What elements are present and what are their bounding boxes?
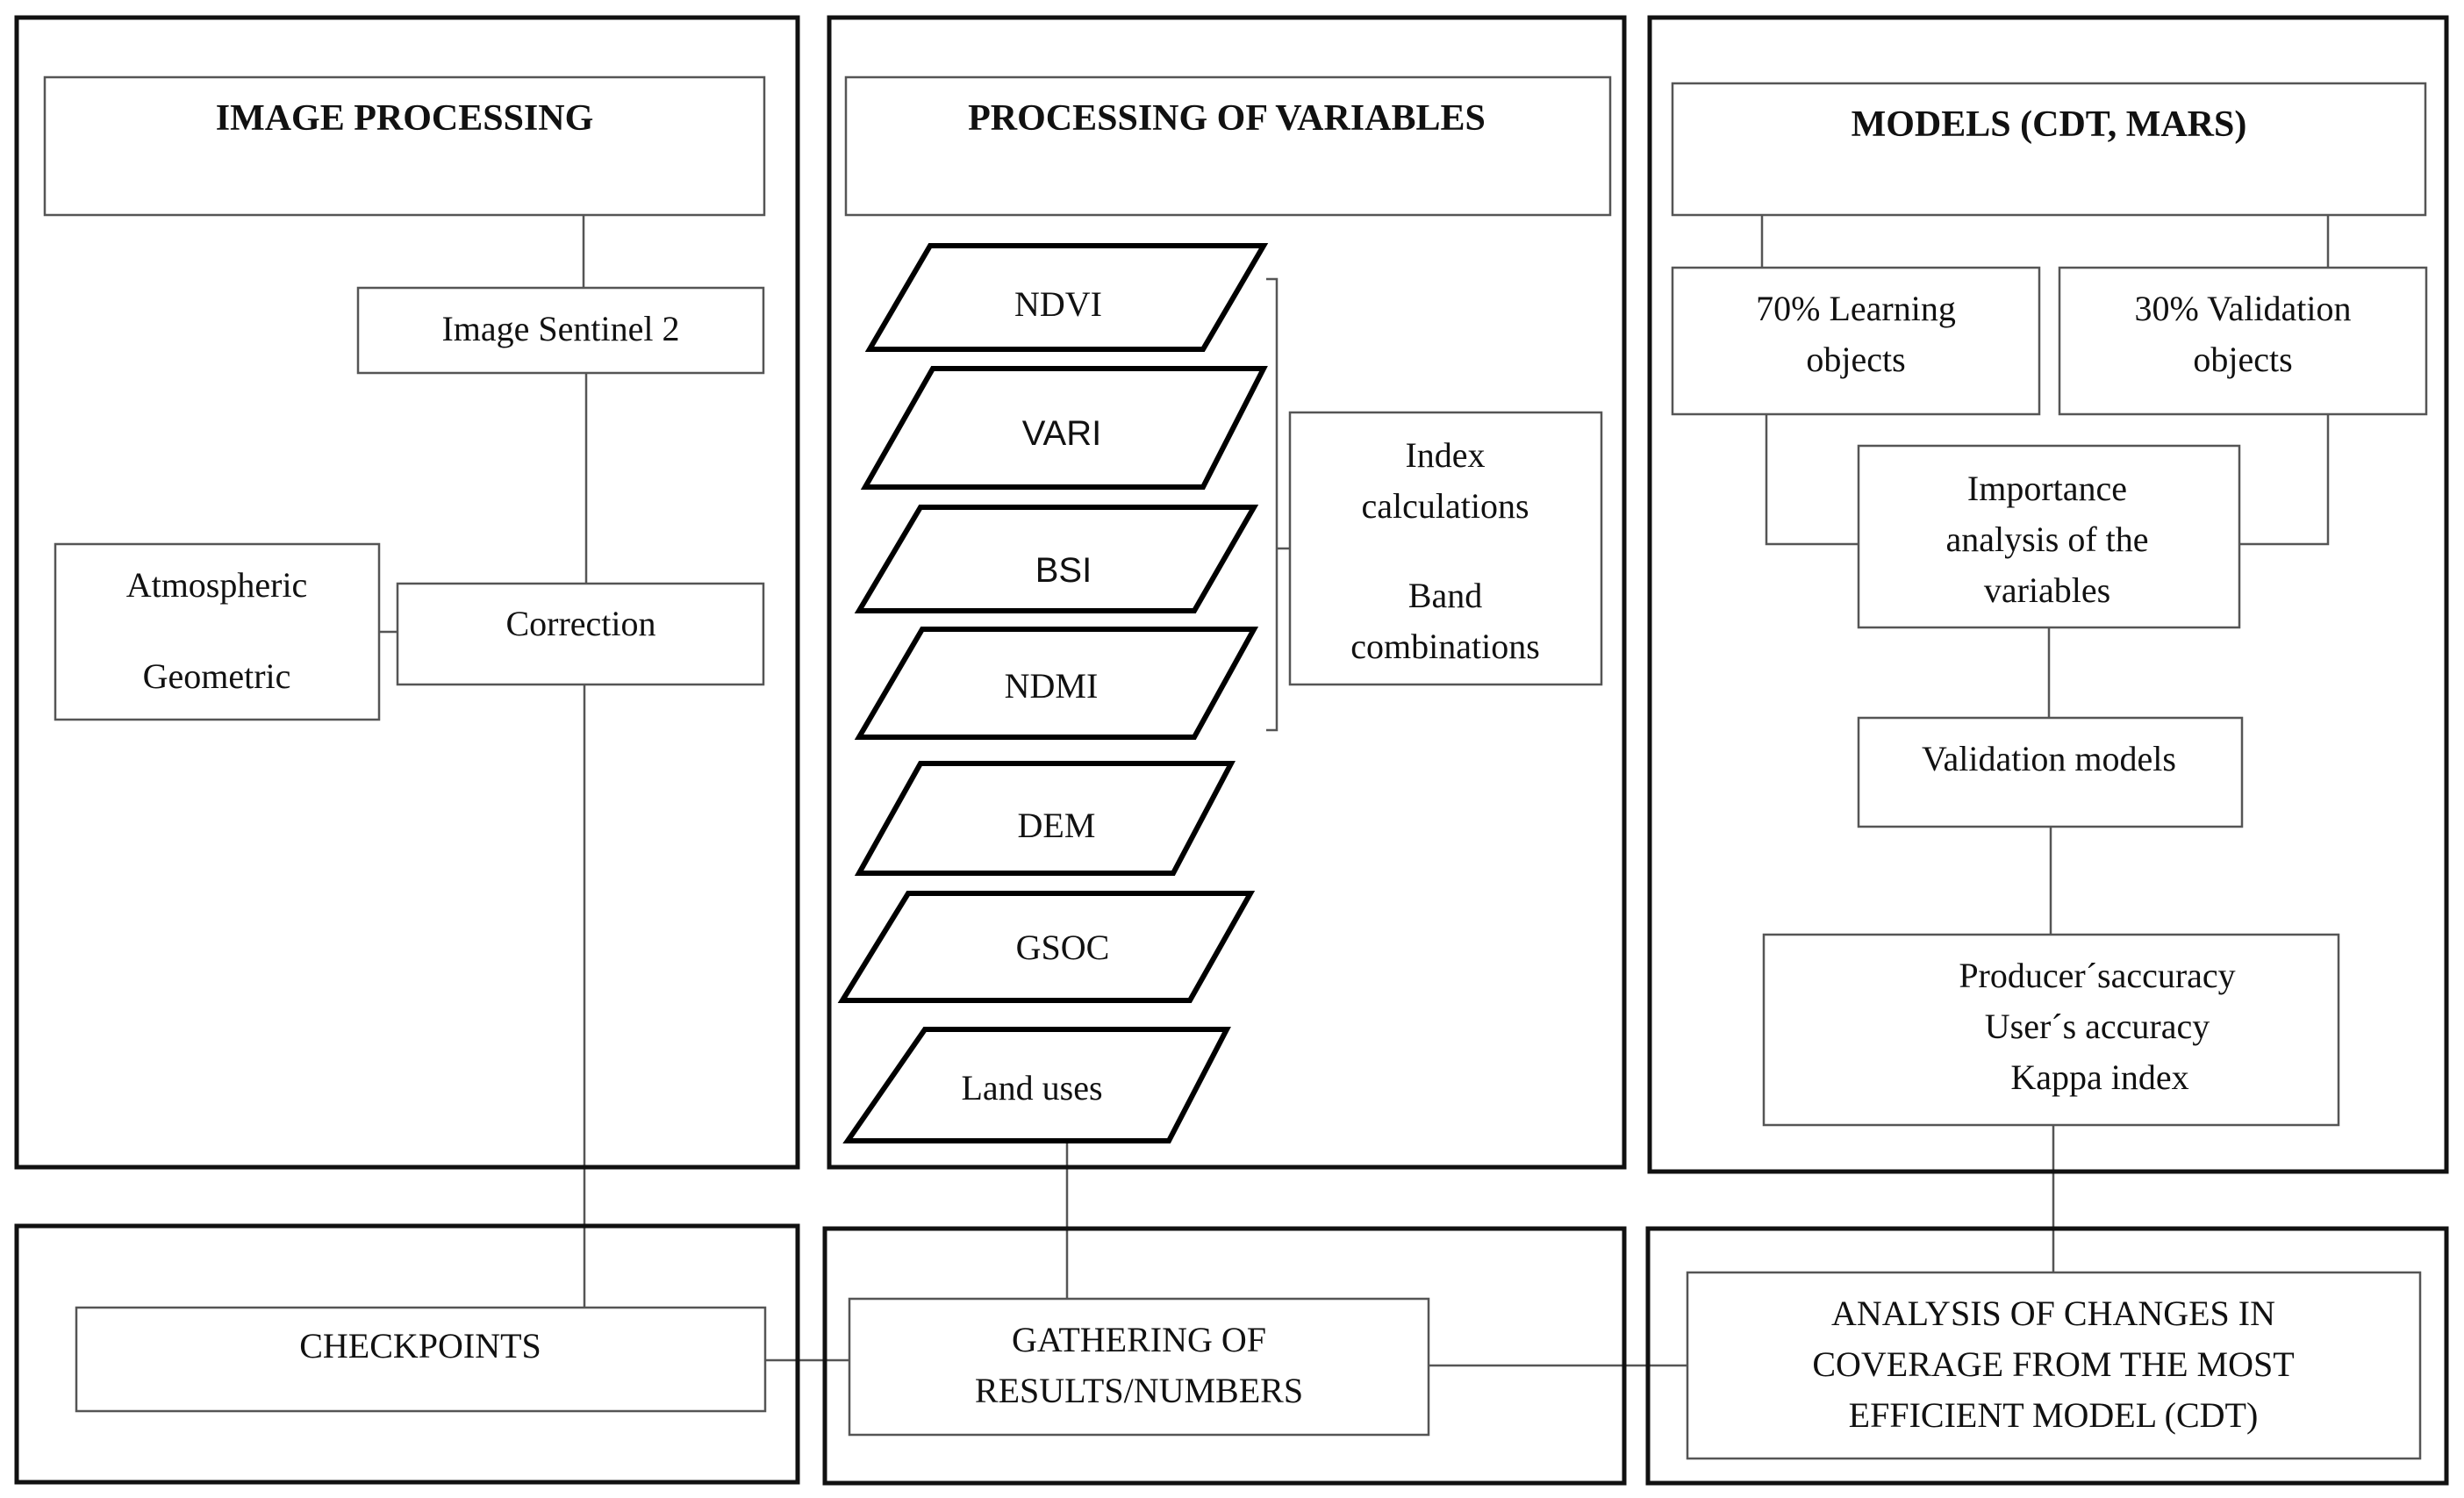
learning-box: 70% Learning objects	[1671, 266, 2041, 416]
gathering-box: GATHERING OF RESULTS/NUMBERS	[848, 1297, 1430, 1437]
checkpoints-panel	[14, 1223, 800, 1485]
validation-objects-box: 30% Validation objects	[2058, 266, 2428, 416]
variable-gsoc: GSOC	[837, 891, 1256, 1003]
analysis-box: ANALYSIS OF CHANGES IN COVERAGE FROM THE…	[1686, 1271, 2422, 1460]
models-header: MODELS (CDT, MARS)	[1671, 82, 2427, 217]
combinations-label: combinations	[1350, 627, 1540, 666]
validation-objects-label: 30% Validation	[2134, 289, 2351, 328]
accuracy-box: Producer´saccuracy User´s accuracy Kappa…	[1762, 933, 2340, 1127]
analysis-panel	[1645, 1226, 2449, 1486]
variable-vari: VARI	[860, 366, 1268, 490]
processing-variables-header: PROCESSING OF VARIABLES	[844, 75, 1612, 217]
variable-label: DEM	[1018, 806, 1096, 845]
importance-label: Importance	[1967, 469, 2127, 508]
image-processing-header: IMAGE PROCESSING	[43, 75, 766, 217]
variable-label: Land uses	[961, 1068, 1102, 1107]
checkpoints-label: CHECKPOINTS	[299, 1326, 541, 1365]
checkpoints-box: CHECKPOINTS	[75, 1306, 767, 1413]
atmospheric-geometric-box: Atmospheric Geometric	[54, 542, 381, 721]
calculations-label: calculations	[1361, 486, 1529, 526]
correction-label: Correction	[505, 604, 655, 643]
variables-label: variables	[1984, 570, 2110, 610]
gathering-label: GATHERING OF	[1012, 1320, 1266, 1359]
analysis-line-1: ANALYSIS OF CHANGES IN	[1831, 1294, 2275, 1333]
index-label: Index	[1405, 435, 1485, 475]
variable-label: BSI	[1035, 551, 1092, 590]
results-numbers-label: RESULTS/NUMBERS	[975, 1371, 1303, 1410]
processing-variables-title: PROCESSING OF VARIABLES	[968, 98, 1486, 139]
kappa-index-label: Kappa index	[2010, 1057, 2188, 1097]
image-processing-title: IMAGE PROCESSING	[216, 98, 594, 139]
variable-land-uses: Land uses	[842, 1027, 1231, 1143]
variable-dem: DEM	[854, 761, 1236, 876]
models-title: MODELS (CDT, MARS)	[1852, 104, 2247, 145]
analysis-line-3: EFFICIENT MODEL (CDT)	[1849, 1395, 2259, 1435]
models-panel	[1647, 15, 2449, 1174]
variable-bsi: BSI	[854, 505, 1259, 613]
image-sentinel-label: Image Sentinel 2	[441, 309, 679, 348]
band-label: Band	[1408, 576, 1482, 615]
variable-ndvi: NDVI	[864, 243, 1269, 352]
variable-label: NDVI	[1014, 284, 1102, 324]
variable-label: NDMI	[1005, 666, 1099, 706]
geometric-label: Geometric	[143, 656, 291, 696]
validation-models-box: Validation models	[1857, 716, 2244, 828]
variable-label: VARI	[1022, 414, 1101, 453]
connectors	[379, 215, 2330, 1367]
processing-variables-panel	[827, 15, 1627, 1170]
user-accuracy-label: User´s accuracy	[1985, 1007, 2210, 1046]
learning-label: 70% Learning	[1756, 289, 1956, 328]
variable-label: GSOC	[1016, 928, 1110, 967]
objects-label: objects	[2193, 340, 2292, 379]
gathering-panel	[822, 1226, 1627, 1486]
analysis-of-the-label: analysis of the	[1945, 520, 2148, 559]
image-processing-panel	[14, 15, 800, 1170]
atmospheric-label: Atmospheric	[126, 565, 308, 605]
correction-box: Correction	[396, 582, 765, 686]
index-band-box: Index calculations Band combinations	[1288, 411, 1603, 686]
producer-accuracy-label: Producer´saccuracy	[1959, 956, 2235, 995]
validation-models-label: Validation models	[1922, 739, 2176, 778]
objects-label: objects	[1806, 340, 1905, 379]
importance-box: Importance analysis of the variables	[1857, 444, 2241, 629]
analysis-line-2: COVERAGE FROM THE MOST	[1812, 1344, 2294, 1384]
image-sentinel-box: Image Sentinel 2	[356, 286, 765, 375]
variable-ndmi: NDMI	[854, 627, 1259, 740]
